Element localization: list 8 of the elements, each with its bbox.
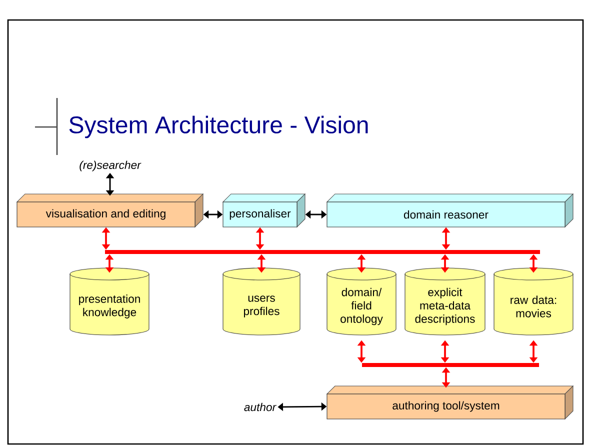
slide-title: System Architecture - Vision (69, 116, 368, 138)
database-cylinder: users profiles (222, 268, 300, 336)
database-cylinder: raw data: movies (494, 268, 574, 336)
database-cylinder: explicit meta-data descriptions (404, 268, 486, 336)
actor-label: author (244, 402, 276, 412)
database-cylinder: domain/ field ontology (326, 268, 396, 336)
actor-label: (re)searcher (80, 160, 142, 172)
database-cylinder: presentation knowledge (70, 268, 150, 336)
